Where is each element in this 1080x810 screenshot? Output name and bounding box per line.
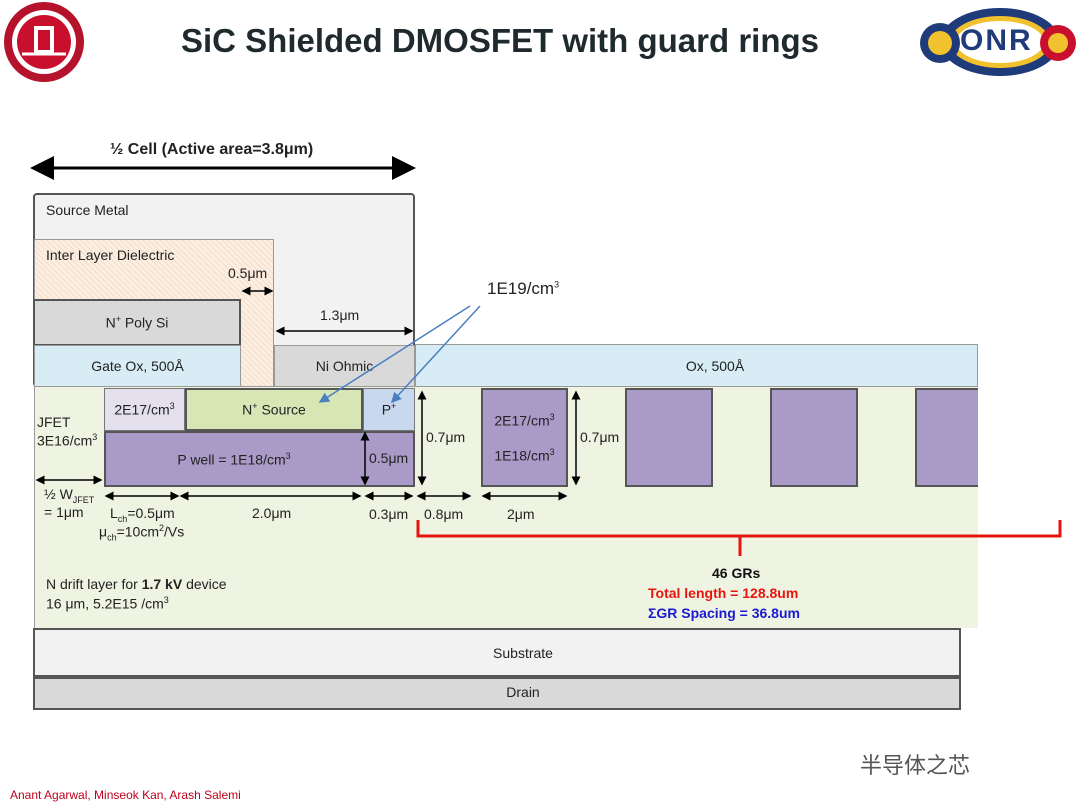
p-plus-label: P+ xyxy=(381,401,397,418)
gr-count: 46 GRs xyxy=(712,565,761,581)
dim-1p3um: 1.3μm xyxy=(320,307,360,323)
n-source-label: N+ Source xyxy=(242,401,306,418)
guard-ring xyxy=(915,388,978,487)
onr-logo xyxy=(920,8,1076,76)
jfet-implant-label: 2E17/cm3 xyxy=(114,401,175,418)
dim-0p7um-b: 0.7μm xyxy=(580,429,620,445)
ni-ohmic-label: Ni Ohmic xyxy=(315,358,374,374)
dim-0p5um-pplus: 0.5μm xyxy=(369,450,409,466)
p-plus-region xyxy=(363,388,415,431)
guard-ring-implant-label: 2E17/cm3 xyxy=(494,412,555,429)
drain xyxy=(33,677,961,710)
osu-seal-logo xyxy=(4,2,84,82)
jfet-label: JFET xyxy=(37,414,71,430)
gate-oxide xyxy=(34,345,241,387)
guard-ring-doping-label: 1E18/cm3 xyxy=(494,447,555,464)
n-source-region xyxy=(185,388,363,431)
dim-0p7um-a: 0.7μm xyxy=(426,429,466,445)
guard-ring xyxy=(481,388,568,487)
poly-si-label: N+ Poly Si xyxy=(105,314,169,331)
dim-0p3um: 0.3μm xyxy=(369,506,409,522)
dim-2um: 2μm xyxy=(507,506,535,522)
dim-wjfet: ½ WJFET xyxy=(44,486,95,505)
dim-wjfet-value: = 1μm xyxy=(44,504,84,520)
ild-label: Inter Layer Dielectric xyxy=(46,247,175,263)
drift-layer-spec: 16 μm, 5.2E15 /cm3 xyxy=(46,595,169,612)
jfet-doping-label: 3E16/cm3 xyxy=(37,432,98,449)
page-title: SiC Shielded DMOSFET with guard rings xyxy=(180,22,820,59)
dim-lch: Lch=0.5μm xyxy=(110,505,175,524)
gate-ox-label: Gate Ox, 500Å xyxy=(91,358,184,374)
substrate xyxy=(33,628,961,677)
watermark: 半导体之芯 xyxy=(860,753,971,778)
ni-ohmic xyxy=(274,345,415,387)
p-well-label: P well = 1E18/cm3 xyxy=(177,451,291,468)
jfet-implant-region xyxy=(104,388,185,431)
source-metal-label: Source Metal xyxy=(46,202,129,218)
doping-1e19-label: 1E19/cm3 xyxy=(487,279,560,298)
dim-2p0um: 2.0μm xyxy=(252,505,292,521)
substrate-label: Substrate xyxy=(493,645,553,661)
drift-layer-label: N drift layer for 1.7 kV device xyxy=(46,576,227,592)
guard-ring xyxy=(770,388,858,487)
author-footer: Anant Agarwal, Minseok Kan, Arash Salemi xyxy=(10,788,241,802)
gr-total-length: Total length = 128.8um xyxy=(648,585,799,601)
dim-0p5um-ild: 0.5μm xyxy=(228,265,268,281)
ox-label: Ox, 500Å xyxy=(685,358,745,374)
onr-logo-text: ONR xyxy=(960,24,1033,57)
gr-spacing: ΣGR Spacing = 36.8um xyxy=(648,605,800,621)
dim-0p8um: 0.8μm xyxy=(424,506,464,522)
half-cell-label: ½ Cell (Active area=3.8μm) xyxy=(110,141,314,158)
dim-uch: μch=10cm2/Vs xyxy=(99,523,185,543)
n-poly-si xyxy=(33,299,241,346)
drain-label: Drain xyxy=(506,684,540,700)
field-oxide xyxy=(415,344,978,387)
guard-ring xyxy=(625,388,713,487)
